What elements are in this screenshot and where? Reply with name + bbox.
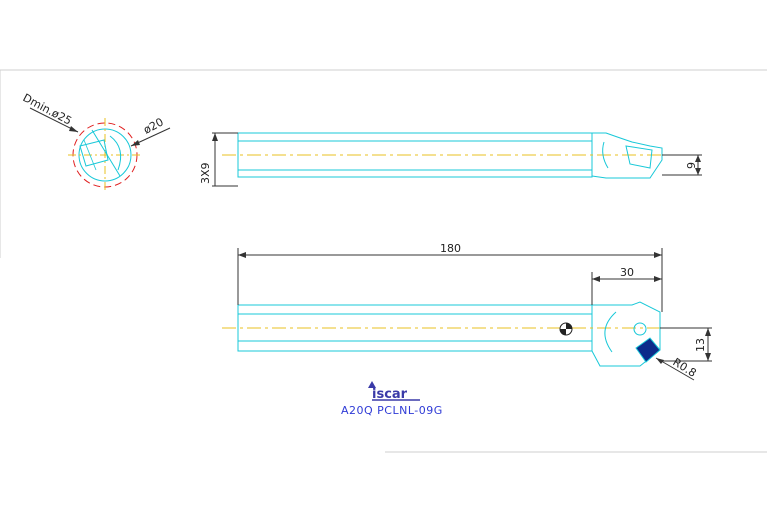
drawing-frame (0, 69, 767, 453)
end-view (29, 107, 171, 193)
corner-radius-label: R0.8 (670, 356, 698, 380)
tip-offset-label: 13 (694, 338, 707, 352)
iscar-logo-text: iscar (372, 387, 408, 402)
dmin-label: Dmin.ø25 (21, 91, 74, 128)
iscar-logo: iscar (368, 381, 420, 402)
shank-diameter-label: ø20 (141, 115, 165, 136)
top-view (212, 132, 702, 187)
head-length-label: 30 (620, 266, 634, 279)
front-view (222, 248, 712, 381)
overall-length-label: 180 (440, 242, 461, 255)
flat-dimension-label: 3X9 (199, 162, 212, 184)
height-dimension-label: 9 (685, 162, 698, 169)
model-code: A20Q PCLNL-09G (341, 404, 443, 417)
